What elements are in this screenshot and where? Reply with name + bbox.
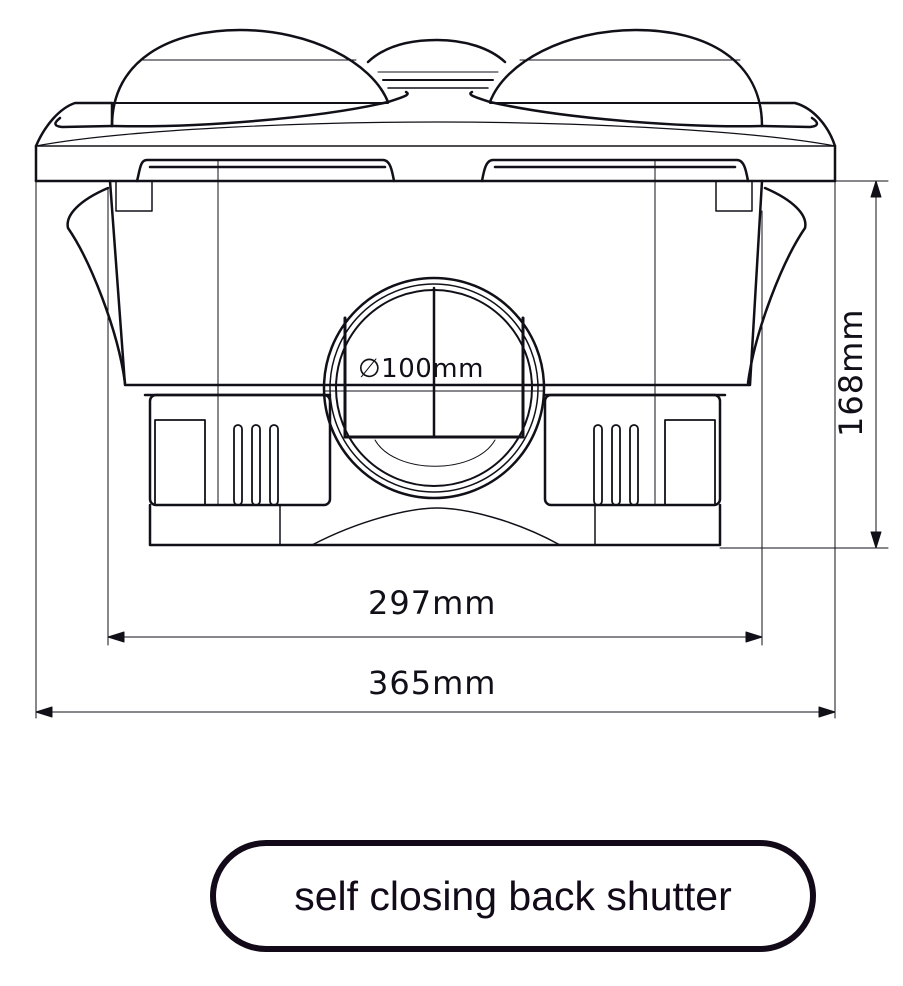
inner-width-dimension-label: 297mm [368, 584, 497, 622]
height-dimension-label: 168mm [832, 308, 870, 437]
duct-spigot [322, 276, 546, 500]
dimension-lines [35, 180, 889, 719]
feature-callout-label: self closing back shutter [294, 872, 732, 919]
top-cover [34, 90, 837, 183]
overall-width-dimension-label: 365mm [368, 664, 497, 702]
feature-callout-badge: self closing back shutter [210, 840, 816, 952]
diameter-symbol-icon: ∅ [358, 354, 382, 384]
duct-diameter-label: ∅100mm [358, 354, 484, 384]
lamp-domes [110, 28, 764, 128]
duct-diameter-value: 100mm [381, 354, 484, 384]
fan-body [66, 159, 807, 547]
